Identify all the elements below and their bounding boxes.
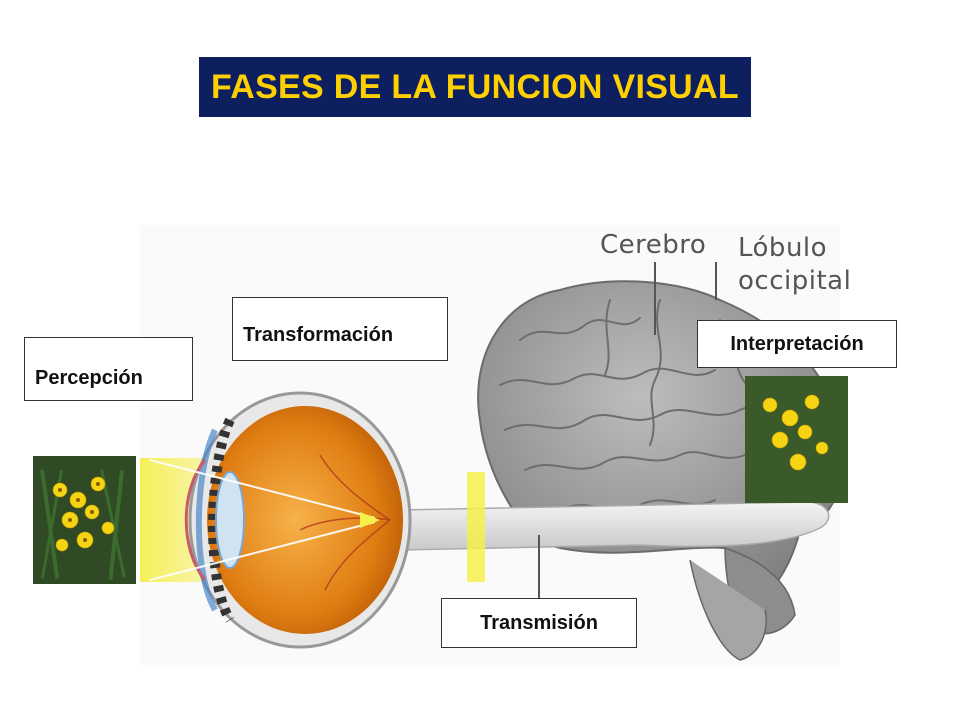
cerebro-label: Cerebro (600, 230, 707, 260)
optic-nerve (399, 501, 830, 551)
transformacion-label: Transformación (232, 297, 448, 361)
lobulo-label: Lóbulo (738, 233, 828, 263)
flower-image (33, 456, 136, 584)
interpretacion-label: Interpretación (697, 320, 897, 368)
occipital-label: occipital (738, 266, 852, 296)
eye-icon (149, 391, 412, 649)
light-beam (140, 458, 205, 582)
flower-image-brain (745, 376, 848, 503)
transmision-label: Transmisión (441, 598, 637, 648)
page-title: FASES DE LA FUNCION VISUAL (211, 67, 739, 106)
title-banner: FASES DE LA FUNCION VISUAL (199, 57, 751, 117)
percepcion-label: Percepción (24, 337, 193, 401)
signal-marker (467, 472, 485, 582)
